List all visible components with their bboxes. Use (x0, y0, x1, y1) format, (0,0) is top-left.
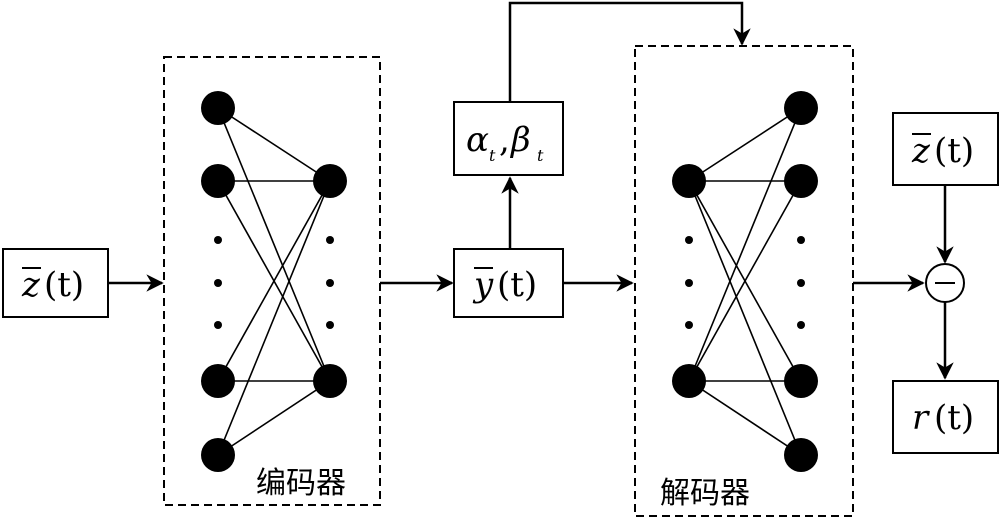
alpha-subscript: t (489, 146, 496, 165)
ellipsis-dot (214, 321, 222, 329)
output-symbol: r (912, 398, 930, 438)
latent-paren: (t) (497, 265, 537, 305)
params-comma: , (499, 120, 510, 160)
ellipsis-dot (214, 236, 222, 244)
decoder-node (784, 91, 818, 125)
params-to-decoder-arrow (508, 1, 751, 102)
latent-box: y (t) (453, 248, 564, 318)
encoder-node (201, 364, 235, 398)
encoder-edges (217, 107, 331, 456)
encoder-node (201, 91, 235, 125)
encoder-node (201, 438, 235, 472)
decoder-region (634, 45, 854, 517)
decoder-label: 解码器 (660, 476, 750, 511)
ellipsis-dot (326, 236, 334, 244)
reference-box: z (t) (892, 112, 999, 186)
reference-paren: (t) (934, 131, 974, 171)
encoder-node (313, 364, 347, 398)
ellipsis-dot (685, 321, 693, 329)
decoder-node (784, 364, 818, 398)
encoder-label: 编码器 (256, 466, 346, 501)
input-symbol: z (21, 265, 41, 305)
encoder-output-layer (313, 164, 347, 398)
beta-symbol: β (509, 120, 531, 160)
decoder-output-layer (784, 91, 818, 472)
ellipsis-dot (326, 279, 334, 287)
subtractor-junction (925, 263, 965, 303)
input-paren: (t) (44, 265, 84, 305)
ellipsis-dot (214, 279, 222, 287)
decoder-input-layer (672, 164, 706, 398)
latent-symbol: y (472, 265, 494, 305)
decoder-node (784, 164, 818, 198)
ellipsis-dot (685, 279, 693, 287)
ellipsis-dot (797, 321, 805, 329)
output-box: r (t) (892, 380, 999, 454)
decoder-node (672, 164, 706, 198)
ellipsis-dot (685, 236, 693, 244)
output-paren: (t) (934, 398, 974, 438)
encoder-node (313, 164, 347, 198)
ellipsis-dot (797, 279, 805, 287)
decoder-node (784, 438, 818, 472)
ellipsis-dot (797, 236, 805, 244)
input-box: z (t) (2, 248, 109, 318)
reference-symbol: z (911, 131, 931, 171)
decoder-node (672, 364, 706, 398)
decoder-edges (688, 107, 802, 456)
encoder-node (201, 164, 235, 198)
ellipsis-dot (326, 321, 334, 329)
encoder-input-layer (201, 91, 235, 472)
alpha-symbol: α (466, 120, 489, 160)
encoder-region (163, 56, 381, 506)
params-box: α t , β t (453, 101, 564, 176)
beta-subscript: t (537, 146, 544, 165)
